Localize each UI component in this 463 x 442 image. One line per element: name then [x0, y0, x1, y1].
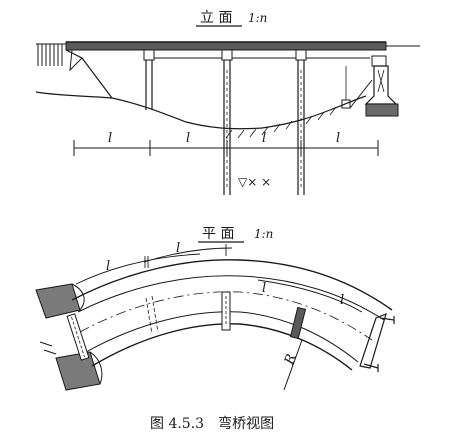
- elevation-span-label-2: l: [186, 131, 190, 146]
- plan-dimension-line: [75, 244, 363, 313]
- bridge-deck: [65, 41, 387, 51]
- elevation-span-label-3: l: [262, 131, 266, 146]
- plan-deck-outer-edge: [71, 259, 393, 311]
- radius-line: [283, 339, 303, 391]
- plan-pier-4: [289, 306, 307, 340]
- plan-deck-outer-rail: [77, 275, 385, 321]
- plan-pier-3: [221, 291, 231, 331]
- plan-span-label-1: l: [106, 259, 110, 274]
- elevation-view: 立 面 1:n: [35, 10, 420, 195]
- elevation-span-label-1: l: [108, 131, 112, 146]
- radius-label: R: [282, 352, 300, 367]
- pier-3: [295, 49, 307, 195]
- plan-pier-2: [145, 295, 159, 335]
- left-abutment: [69, 49, 83, 72]
- plan-right-abutment: [359, 312, 395, 372]
- elevation-span-label-4: l: [336, 131, 340, 146]
- pier-2: [221, 49, 233, 195]
- riverbed-hatch: [225, 106, 337, 139]
- figure-caption: 图 4.5.3 弯桥视图: [150, 415, 274, 432]
- elevation-dimension-line: [73, 140, 379, 156]
- plan-view: 平 面 1:n: [35, 226, 395, 391]
- plan-span-label-3: l: [262, 281, 266, 296]
- plan-pier-1: [66, 313, 90, 361]
- left-abutment-slope: [65, 49, 113, 99]
- plan-deck-inner-edge: [91, 323, 353, 371]
- plan-deck-inner-rail: [85, 311, 359, 363]
- ground-profile: [35, 91, 367, 130]
- plan-span-label-4: l: [340, 293, 344, 308]
- plan-centerline: [79, 291, 373, 341]
- plan-left-abutment: [35, 283, 103, 391]
- plan-title: 平 面: [202, 226, 234, 242]
- plan-span-label-2: l: [176, 241, 180, 256]
- right-abutment: [341, 55, 399, 117]
- pier-1: [143, 49, 155, 110]
- plan-scale: 1:n: [254, 227, 273, 241]
- left-ground-hatch: [36, 43, 68, 66]
- elevation-title: 立 面: [200, 10, 232, 26]
- elevation-scale: 1:n: [248, 11, 267, 25]
- water-level-mark: ▽× ×: [238, 175, 271, 189]
